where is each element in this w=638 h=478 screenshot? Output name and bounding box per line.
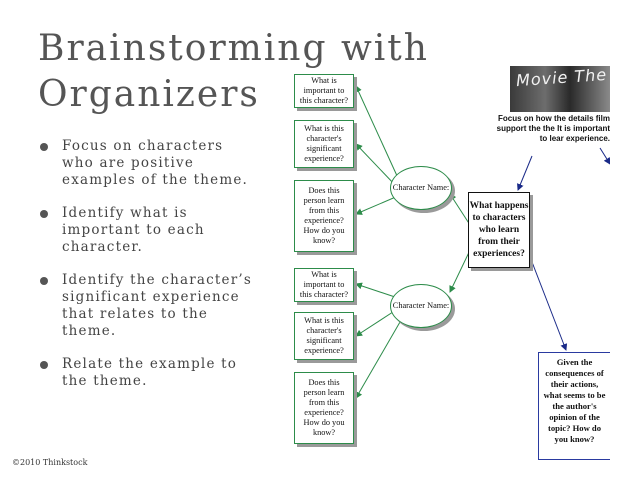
top-question-learn: Does this person learn from this experie…	[294, 180, 354, 252]
organizer-diagram: What is important to this character? Wha…	[280, 66, 610, 460]
bullet-dot-icon	[40, 277, 48, 285]
arrow-oval2-q3	[355, 321, 401, 399]
slide-title: Brainstorming with Organizers	[38, 26, 429, 118]
bullet-text: Identify the character’s significant exp…	[62, 272, 252, 339]
top-question-important: What is important to this character?	[294, 74, 354, 108]
movie-photo: Movie The	[510, 66, 610, 112]
author-opinion-box: Given the consequences of their actions,…	[538, 352, 610, 460]
top-question-experience: What is this character's significant exp…	[294, 120, 354, 168]
bullet-item: Identify what is important to each chara…	[38, 205, 258, 256]
bottom-character-oval: Character Name:	[390, 284, 452, 328]
focus-note: Focus on how the details film support th…	[496, 114, 610, 143]
bottom-question-learn: Does this person learn from this experie…	[294, 372, 354, 444]
center-question-box: What happens to characters who learn fro…	[468, 192, 530, 268]
bottom-question-important: What is important to this character?	[294, 268, 354, 302]
bullet-dot-icon	[40, 143, 48, 151]
bullet-text: Identify what is important to each chara…	[62, 205, 205, 255]
bottom-question-experience: What is this character's significant exp…	[294, 312, 354, 360]
arrow-center-given	[531, 261, 568, 351]
bullet-dot-icon	[40, 361, 48, 369]
bullet-dot-icon	[40, 210, 48, 218]
slide-title-line-1: Brainstorming with	[38, 28, 429, 69]
arrow-oval1-q2	[355, 143, 397, 187]
bullet-item: Identify the character’s significant exp…	[38, 272, 258, 340]
arrow-oval2-q2	[355, 309, 397, 337]
arrow-oval1-q1	[355, 85, 399, 179]
arrow-note-right	[599, 147, 610, 165]
copyright-notice: ©2010 Thinkstock	[12, 458, 88, 467]
bullet-text: Relate the example to the theme.	[62, 356, 238, 389]
movie-photo-text: Movie The	[515, 66, 608, 91]
top-character-oval: Character Name:	[390, 166, 452, 210]
arrow-oval1-q3	[355, 195, 399, 215]
bullet-list: Focus on characters who are positive exa…	[38, 138, 258, 406]
slide-title-line-2: Organizers	[38, 74, 260, 115]
arrow-oval2-q1	[355, 282, 399, 299]
bullet-item: Focus on characters who are positive exa…	[38, 138, 258, 189]
bullet-text: Focus on characters who are positive exa…	[62, 138, 249, 188]
bullet-item: Relate the example to the theme.	[38, 356, 258, 390]
arrow-note-center	[517, 155, 533, 191]
